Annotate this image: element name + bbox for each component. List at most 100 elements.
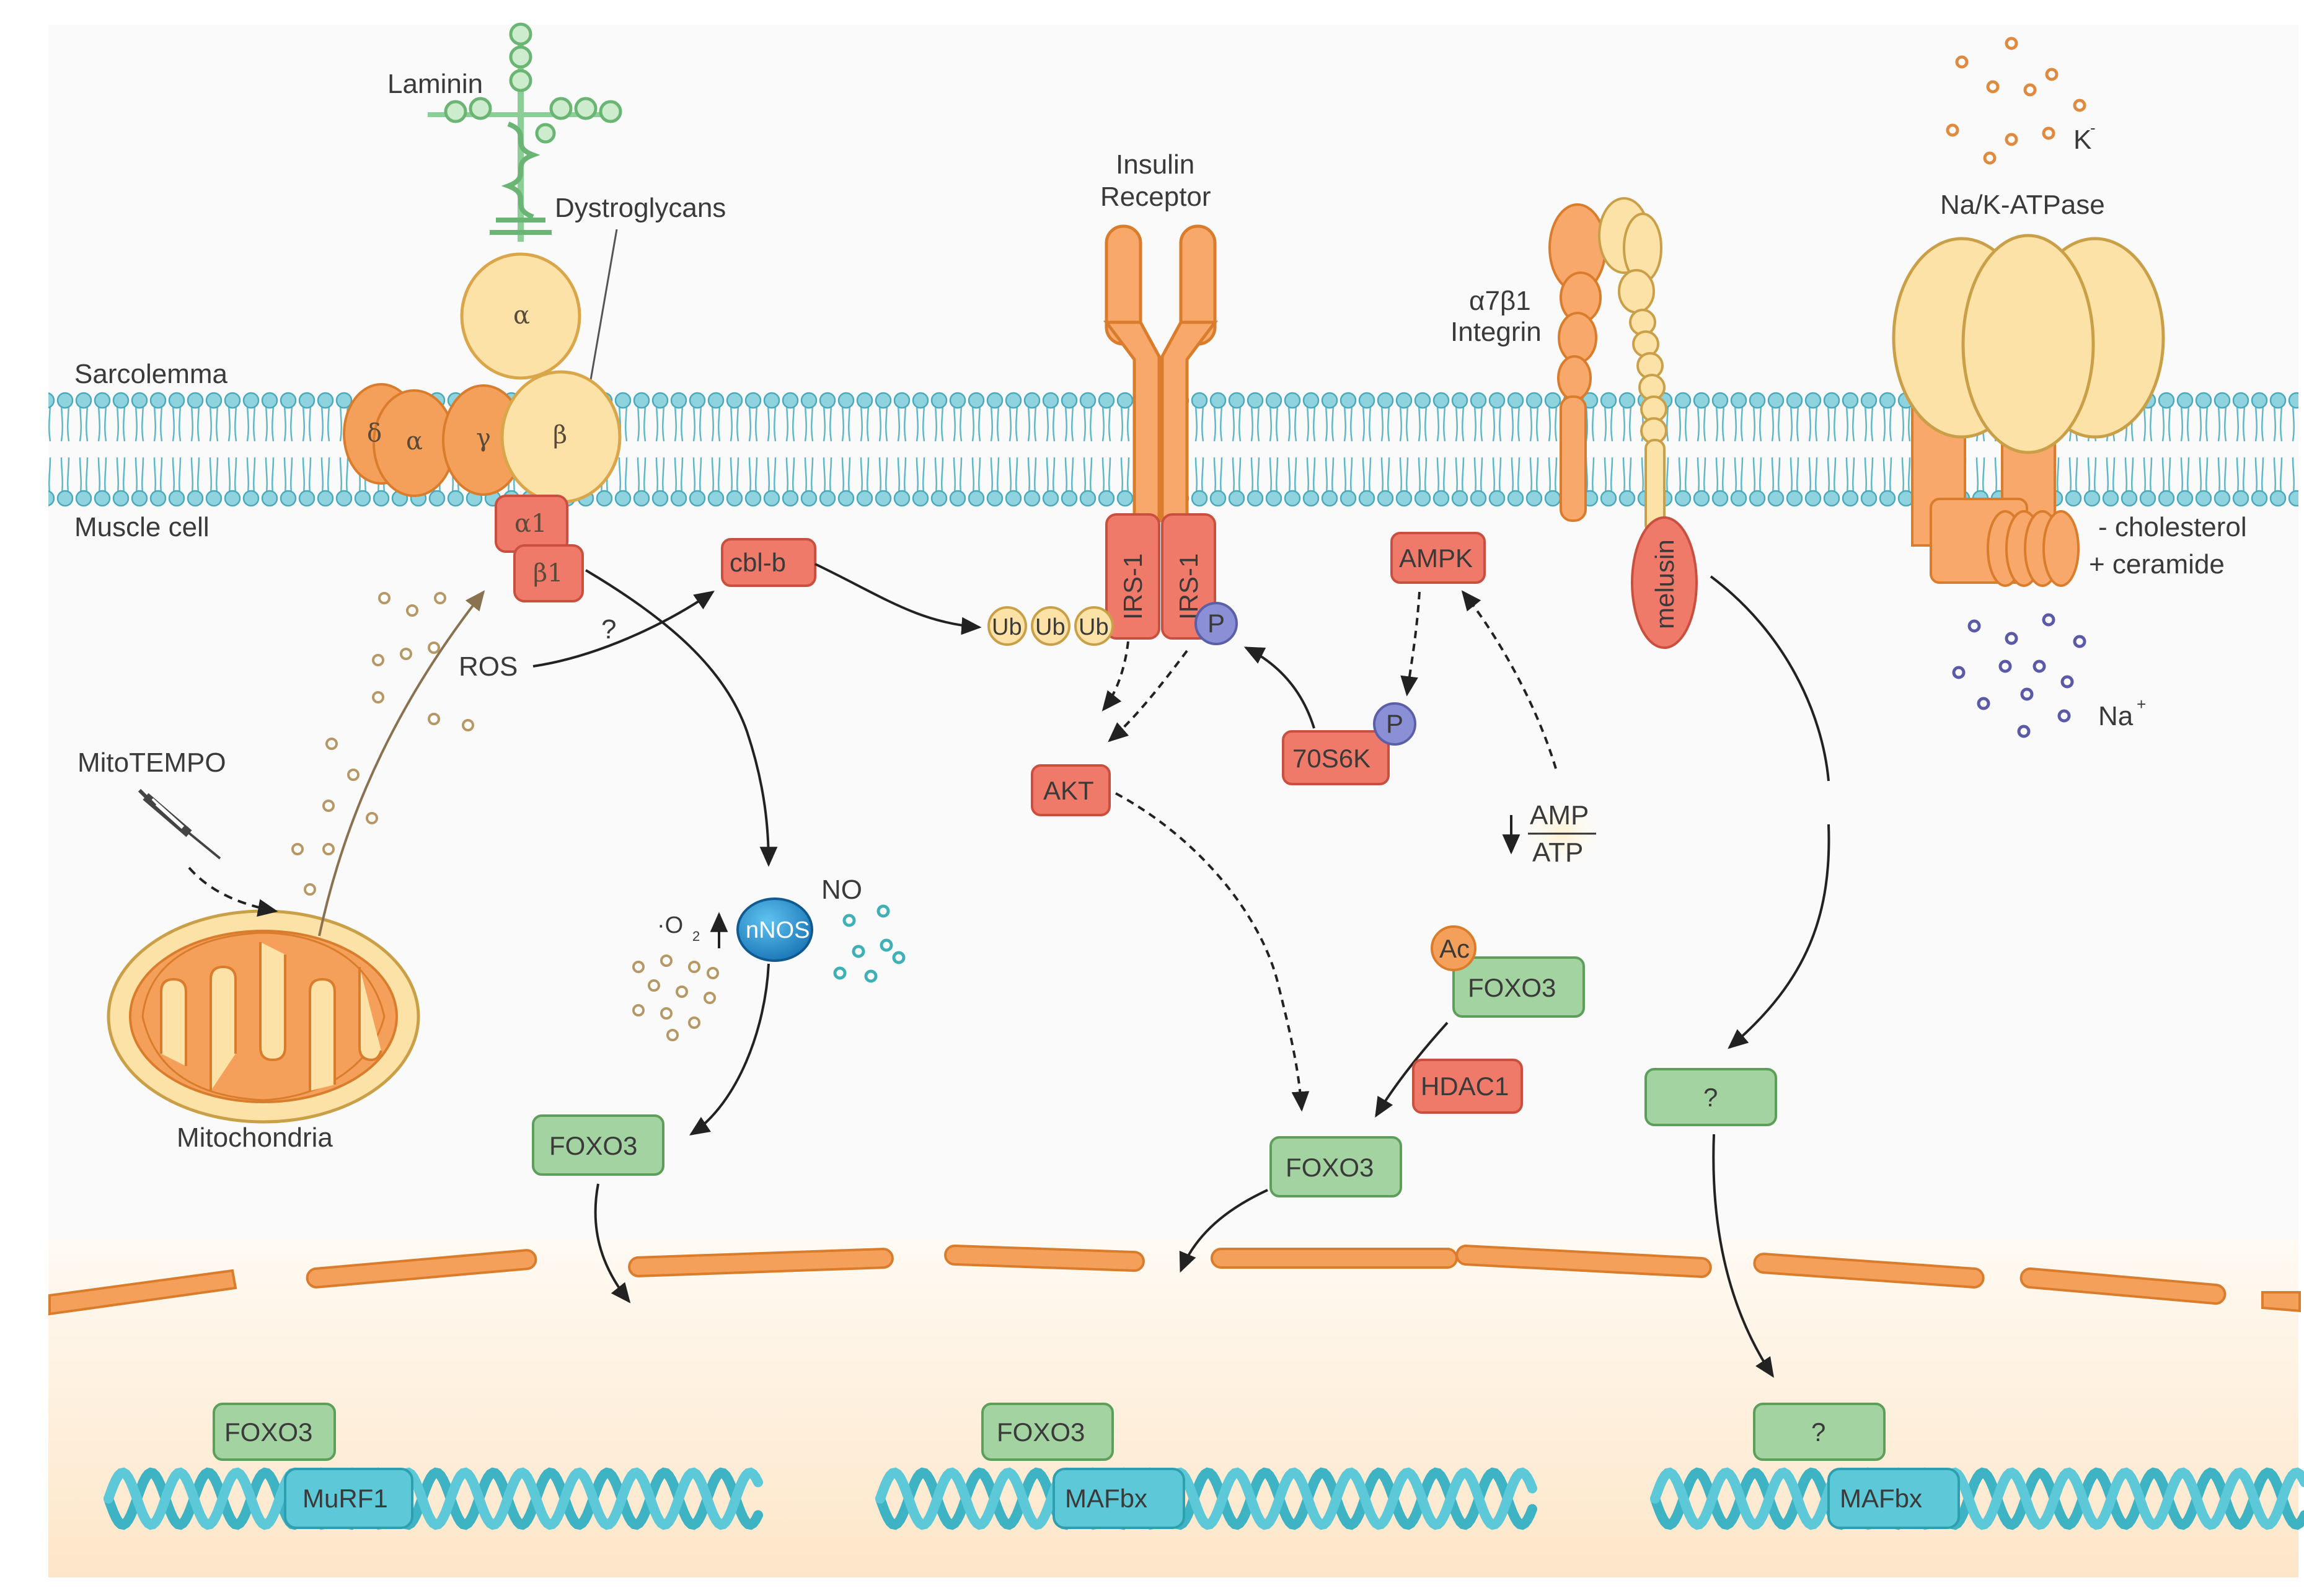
ub-3-label: Ub [1079, 614, 1109, 640]
gene-2-box [1053, 1468, 1185, 1529]
mitochondrion [107, 909, 420, 1124]
nnos-enzyme [736, 897, 813, 962]
na-ions [1952, 613, 2086, 738]
amp-label: AMP [1530, 800, 1589, 831]
muscle-cell-label: Muscle cell [74, 512, 210, 542]
superoxide-particles [632, 955, 719, 1041]
gene-3-factor-box [1753, 1403, 1886, 1461]
superoxide-label: ·O [657, 912, 683, 938]
alpha-dg-label: α [513, 301, 530, 330]
foxo3-ac-label: FOXO3 [1468, 973, 1556, 1002]
ub-3 [1074, 606, 1114, 646]
k-ions [1946, 37, 2086, 165]
ampk-box [1390, 532, 1486, 584]
cbl-b-box [721, 538, 816, 587]
na-charge: + [2137, 695, 2146, 713]
cbl-b-label: cbl-b [730, 548, 786, 577]
beta-dg-label: β [553, 421, 567, 449]
phospho-irs1 [1194, 602, 1238, 645]
gamma-sg-label: γ [476, 424, 491, 452]
k-charge: - [2090, 118, 2096, 137]
nnos-to-foxo3-arrow [689, 963, 770, 1135]
dystroglycans-leader [588, 229, 618, 391]
gene-block-3: ? MAFbx [1753, 1403, 1960, 1529]
laminin-label: Laminin [387, 69, 483, 99]
ub-1 [987, 606, 1027, 646]
insulin-receptor [1103, 224, 1218, 522]
integrin-label-1: α7β1 [1469, 286, 1531, 316]
p-to-akt-arrow [1108, 650, 1188, 743]
irs1-left-label: IRS-1 [1118, 553, 1147, 620]
ros-release-arrow [318, 590, 485, 937]
foxo3-left-to-nucleus-arrow [594, 1183, 631, 1303]
mitochondria-label: Mitochondria [177, 1122, 333, 1153]
gene-2-factor-label: FOXO3 [997, 1417, 1085, 1447]
foxo3-mid-label: FOXO3 [1286, 1153, 1374, 1182]
alpha-dystroglycan [460, 252, 581, 380]
na-ion-label: Na [2098, 701, 2134, 731]
ros-label: ROS [459, 651, 518, 682]
s6k-label: 70S6K [1292, 744, 1370, 773]
ros-to-cblb-arrow [532, 590, 715, 668]
integrin-label-2: Integrin [1450, 317, 1542, 347]
k-ion-label: K [2073, 125, 2091, 155]
dna-strands [104, 1467, 2304, 1530]
ros-unknown-label: ? [601, 614, 616, 645]
unknown-to-nucleus-arrow [1712, 1134, 1774, 1378]
ampk-label: AMPK [1399, 544, 1473, 573]
hdac1-label: HDAC1 [1421, 1072, 1509, 1101]
mitotempo-label: MitoTEMPO [77, 747, 226, 778]
ub-1-label: Ub [992, 614, 1022, 640]
melusin [1631, 516, 1698, 649]
no-label: NO [821, 875, 862, 905]
irs1-right-label: IRS-1 [1174, 553, 1203, 620]
ampk-to-s6k-arrow [1400, 591, 1421, 697]
foxo3-left-label: FOXO3 [549, 1131, 637, 1160]
phospho-s6k [1373, 702, 1416, 746]
irs1-left [1105, 513, 1160, 640]
akt-label: AKT [1043, 776, 1094, 805]
dystroglycans-label: Dystroglycans [555, 193, 726, 223]
superoxide-sub: 2 [692, 928, 700, 944]
beta1-label: β1 [533, 559, 563, 588]
irs1-to-akt-arrow [1101, 641, 1129, 712]
gene-1-label: MuRF1 [302, 1484, 388, 1513]
foxo3-mid-box [1269, 1136, 1402, 1197]
foxo3-ac-box [1452, 956, 1585, 1018]
cholesterol-label: - cholesterol [2098, 512, 2247, 542]
cblb-to-ub-arrow [814, 563, 982, 635]
akt-box [1031, 764, 1111, 816]
sarcolemma-label: Sarcolemma [74, 359, 227, 389]
gene-3-factor-label: ? [1811, 1417, 1825, 1447]
unknown-right-label: ? [1703, 1083, 1718, 1112]
amp-to-ampk-arrow [1461, 590, 1557, 769]
p1-label: P [1207, 609, 1225, 638]
acetyl-group [1431, 925, 1476, 971]
mitotempo-arrow [188, 866, 278, 917]
integrin-to-nnos-arrow [585, 569, 778, 867]
beta1-integrin [1598, 197, 1667, 534]
nnos-label: nNOS [746, 917, 810, 943]
s6k-to-p-arrow [1243, 646, 1315, 729]
p2-label: P [1386, 709, 1403, 738]
atp-label: ATP [1532, 837, 1583, 868]
gene-1-factor-box [213, 1403, 336, 1461]
ub-2 [1031, 606, 1070, 646]
nuclear-envelope [48, 1244, 2301, 1316]
foxo3-ac-to-foxo3-arrow [1375, 1021, 1449, 1118]
alpha-sg-label: α [406, 427, 423, 456]
dna-strand-2-2 [875, 1467, 1537, 1530]
ros-particles [291, 592, 474, 896]
unknown-right-box [1644, 1068, 1777, 1126]
insulin-receptor-label-1: Insulin [1116, 149, 1194, 180]
hdac1-box [1412, 1059, 1523, 1114]
alpha7-integrin [1548, 203, 1607, 522]
s6k-box [1282, 730, 1390, 785]
alpha1-label: α1 [514, 509, 547, 538]
na-k-atpase-label: Na/K-ATPase [1940, 190, 2105, 220]
gene-block-1: FOXO3 MuRF1 [213, 1403, 413, 1529]
gene-3-label: MAFbx [1840, 1484, 1922, 1513]
laminin [428, 22, 622, 242]
gene-3-box [1827, 1468, 1960, 1529]
ac-label: Ac [1439, 934, 1470, 963]
